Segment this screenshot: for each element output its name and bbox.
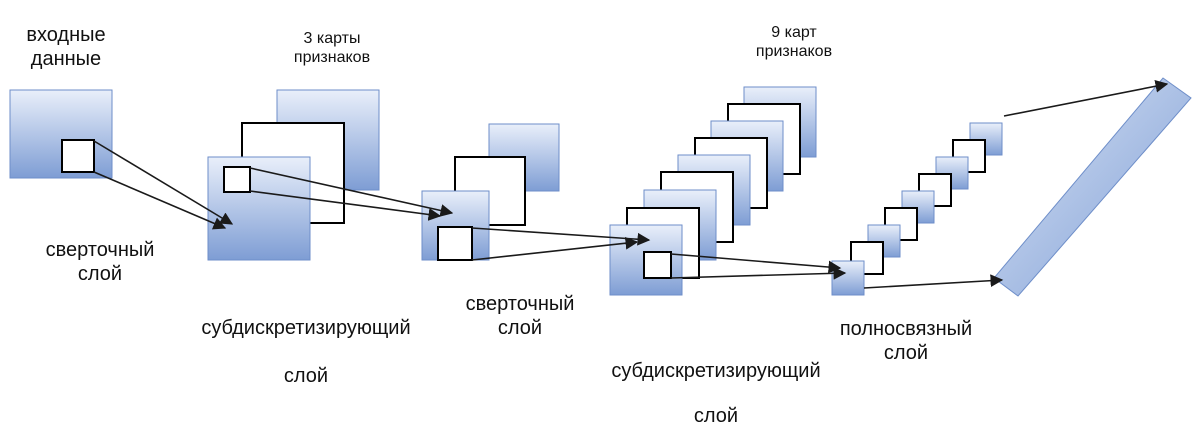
pool1-receptive-field [437,226,473,261]
conv2-receptive-field [643,251,672,279]
arrow [249,167,454,217]
feature-map [850,241,884,275]
input-image [9,89,113,179]
pool2-feature-maps [831,122,1003,296]
arrow [670,266,847,280]
input-receptive-field [61,139,95,173]
conv1-feature-maps [207,89,380,261]
pool2-label-line2: слой [693,405,739,427]
arrow [93,140,234,225]
arrow [471,236,639,261]
pool1-label-line1: субдискретизирующий [201,317,411,339]
conv2-label: сверточный слой [465,293,575,339]
arrow [1003,79,1169,117]
arrow [670,253,842,274]
fully-connected-label: полносвязный слой [839,318,973,364]
pool1-feature-maps [421,123,560,261]
connection-arrows [93,79,1169,289]
input-data-label: входные данные [26,24,106,70]
feature-map [831,260,865,296]
pool1-label-line2: слой [283,365,329,387]
conv1-label: сверточный слой [45,239,155,285]
conv1-receptive-field [223,166,251,193]
conv2-maps-count-label: 9 карт признаков [755,24,833,60]
arrow [471,227,651,246]
arrow [249,190,442,221]
arrow [863,274,1004,289]
arrow [93,171,227,230]
conv1-maps-count-label: 3 карты признаков [293,30,371,66]
conv2-feature-maps [609,86,817,296]
fully-connected-layer [993,77,1192,297]
pool2-label-line1: субдискретизирующий [611,360,821,382]
